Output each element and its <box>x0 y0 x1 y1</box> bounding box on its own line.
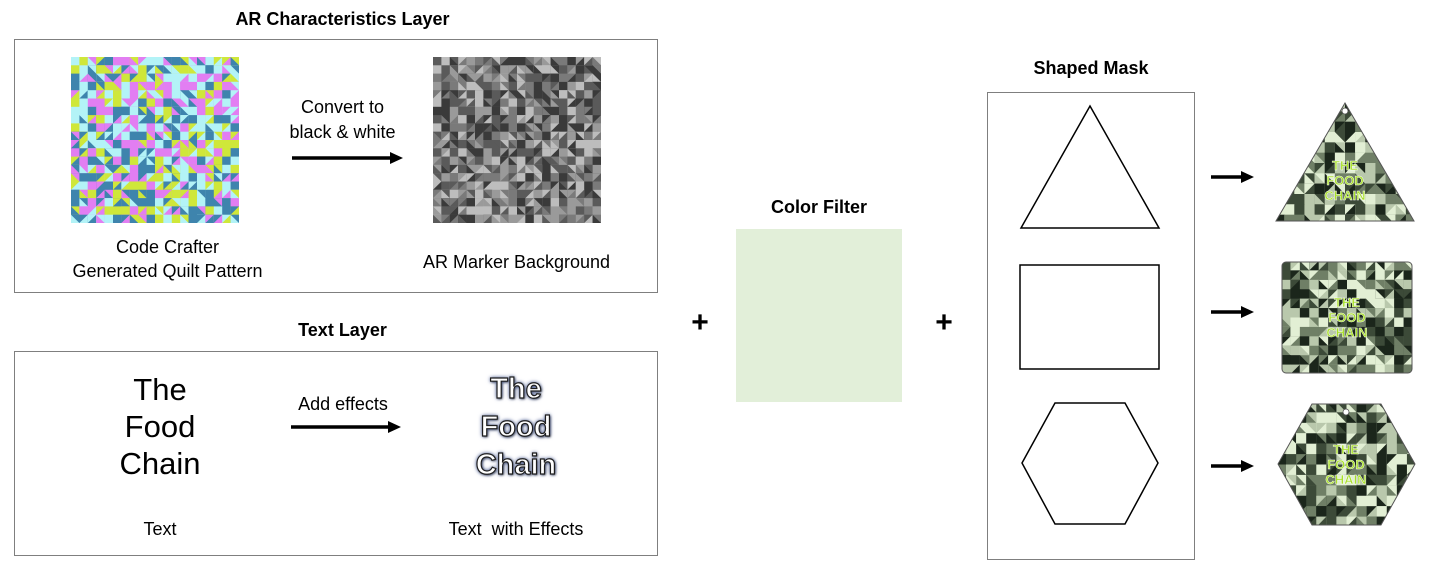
effects-text-line-1: The <box>490 372 543 405</box>
triangle-tag-result <box>1275 102 1415 222</box>
triangle-mask-shape <box>1019 104 1161 229</box>
plain-text-line-3: Chain <box>119 446 201 481</box>
color-filter-title: Color Filter <box>770 197 867 217</box>
result-arrow-hexagon <box>1211 460 1254 472</box>
rectangle-mask-shape <box>1019 264 1160 370</box>
quilt-caption-line-2: Generated Quilt Pattern <box>72 261 263 281</box>
quilt-caption-line-1: Code Crafter <box>115 237 220 257</box>
plain-text-line-2: Food <box>124 409 196 444</box>
convert-label-line-1: Convert to <box>300 97 385 117</box>
hexagon-mask-shape <box>1021 402 1159 525</box>
add-effects-arrow <box>291 421 401 433</box>
effects-text-line-3: Chain <box>475 448 557 481</box>
result-arrow-triangle <box>1211 171 1254 183</box>
result-arrow-rectangle <box>1211 306 1254 318</box>
ar-marker-background-image <box>433 57 601 223</box>
ar-marker-caption: AR Marker Background <box>422 252 611 272</box>
convert-label-line-2: black & white <box>289 122 396 142</box>
color-filter-swatch <box>736 229 902 402</box>
shaped-mask-frame <box>987 92 1195 560</box>
ar-layer-title: AR Characteristics Layer <box>235 9 450 29</box>
ar-layer-frame <box>14 39 658 293</box>
text-layer-frame <box>14 351 658 556</box>
add-effects-label: Add effects <box>298 394 388 414</box>
effects-text-line-2: Food <box>480 410 552 443</box>
plus-sign-2: + <box>935 306 953 339</box>
shaped-mask-title: Shaped Mask <box>1033 58 1149 78</box>
effects-text-caption: Text with Effects <box>448 519 584 539</box>
hexagon-tag-result <box>1277 403 1416 526</box>
quilt-pattern-image <box>71 57 239 223</box>
text-layer-title: Text Layer <box>298 320 387 340</box>
plain-text-caption: Text <box>143 519 177 539</box>
rectangle-tag-result <box>1281 261 1413 374</box>
convert-arrow <box>292 152 403 164</box>
plain-text-line-1: The <box>133 372 187 407</box>
plus-sign-1: + <box>691 306 709 339</box>
